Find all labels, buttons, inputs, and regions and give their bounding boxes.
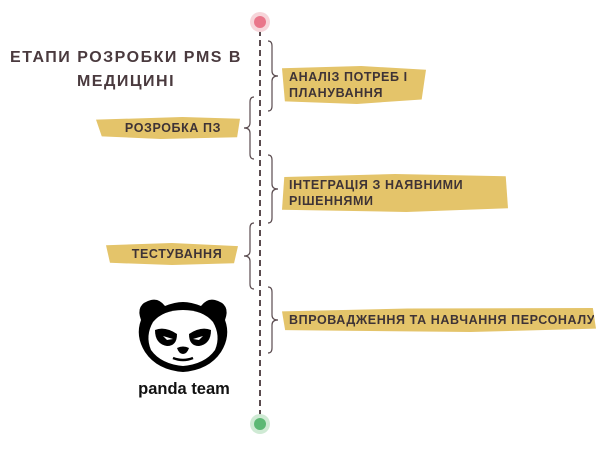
stage-2-brace (243, 96, 255, 160)
stage-label-development: РОЗРОБКА ПЗ (96, 117, 240, 139)
timeline-end-dot (250, 414, 270, 434)
stage-1-brace (267, 40, 279, 112)
timeline-line (259, 30, 261, 416)
stage-label-deployment: ВПРОВАДЖЕННЯ ТА НАВЧАННЯ ПЕРСОНАЛУ (282, 308, 596, 332)
stage-5-brace (267, 286, 279, 354)
stage-4-brace (243, 222, 255, 290)
stage-label-needs-analysis: АНАЛІЗ ПОТРЕБ І ПЛАНУВАННЯ (282, 66, 426, 104)
stage-3-brace (267, 154, 279, 224)
logo-text: panda team (138, 380, 230, 398)
panda-logo-icon (138, 299, 228, 372)
stage-label-testing: ТЕСТУВАННЯ (106, 243, 238, 265)
diagram-title: ЕТАПИ РОЗРОБКИ PMS В МЕДИЦИНІ (10, 49, 242, 90)
stage-label-integration: ІНТЕГРАЦІЯ З НАЯВНИМИ РІШЕННЯМИ (282, 174, 508, 212)
timeline-start-dot (250, 12, 270, 32)
